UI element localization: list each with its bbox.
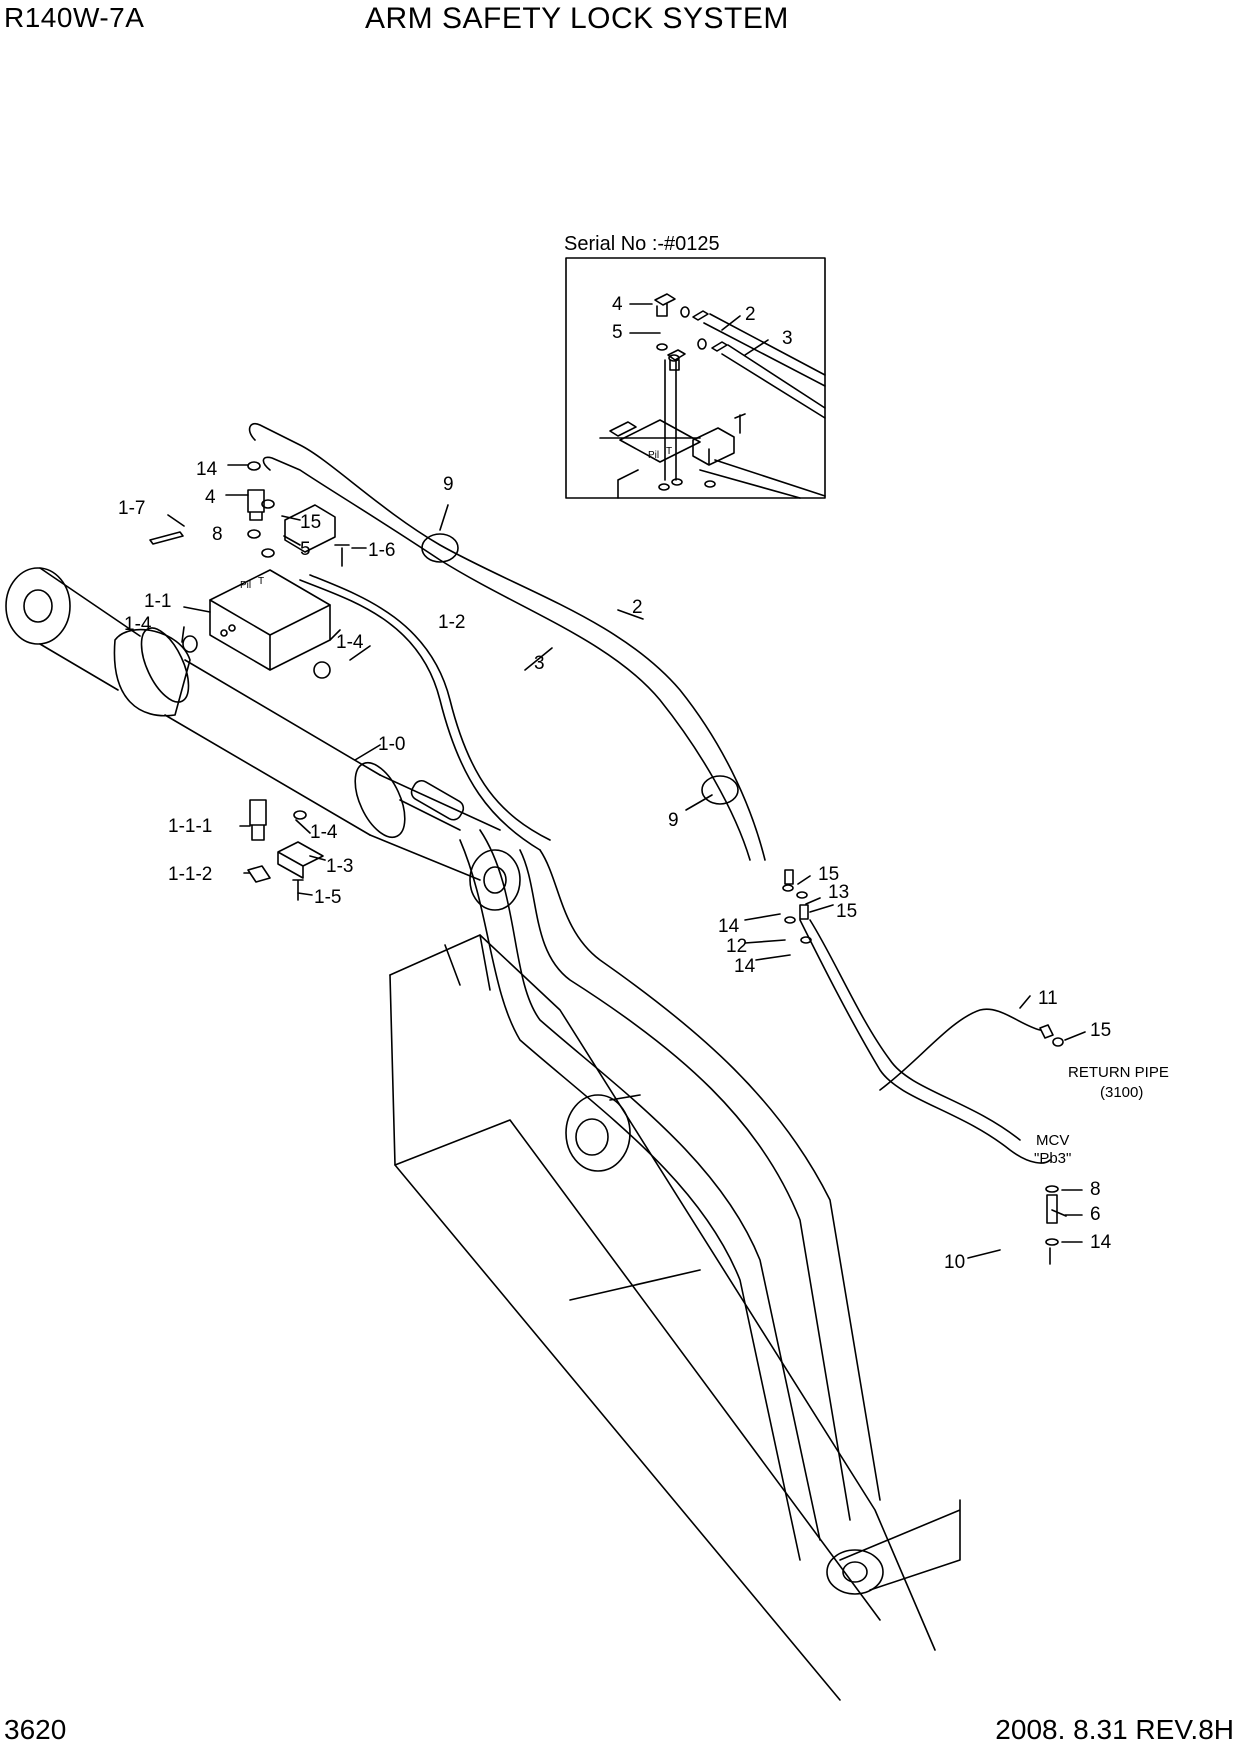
callout-label: 13 (828, 882, 849, 903)
callout-label: 1-1-1 (168, 816, 212, 837)
clamp (701, 775, 739, 805)
inset-drawing (599, 293, 826, 499)
clamp (421, 533, 459, 563)
revision-date: 2008. 8.31 REV.8H (995, 1714, 1234, 1745)
callout-label: 5 (300, 539, 311, 560)
callout-label: 1-4 (336, 632, 364, 653)
callout-label: 12 (726, 936, 747, 957)
callout-label: 1-0 (378, 734, 405, 755)
callout-label: 8 (1090, 1179, 1101, 1200)
return-pipe-note: RETURN PIPE (1068, 1064, 1169, 1081)
callout-label: 9 (443, 474, 454, 495)
callout-label: 8 (212, 524, 223, 545)
mcv-port-note: "Pb3" (1034, 1150, 1071, 1167)
callout-label: 9 (668, 810, 679, 831)
inset-label: 5 (612, 322, 623, 343)
inset-port-label: T (666, 446, 672, 457)
callout-label: 1-2 (438, 612, 465, 633)
callout-label: 15 (1090, 1020, 1111, 1041)
callout-label: 15 (300, 512, 321, 533)
callout-label: 1-6 (368, 540, 395, 561)
hose-lines (248, 422, 1051, 1561)
callout-label: 1-1 (144, 591, 171, 612)
callout-label: 2 (632, 597, 643, 618)
arm-cylinder (5, 567, 521, 911)
callout-label: 15 (836, 901, 857, 922)
callout-label: 6 (1090, 1204, 1101, 1225)
callout-label: 1-4 (124, 614, 152, 635)
mcv-note: MCV (1036, 1132, 1069, 1149)
boom-body (389, 934, 961, 1701)
port-label: Pil (240, 580, 251, 591)
fittings (149, 461, 1067, 1265)
callout-label: 3 (534, 653, 545, 674)
callout-label: 14 (718, 916, 740, 937)
valve-block (209, 504, 336, 679)
callout-label: 14 (196, 459, 218, 480)
callout-label: 4 (205, 487, 216, 508)
callout-label: 1-4 (310, 822, 338, 843)
callout-label: 14 (1090, 1232, 1112, 1253)
callout-label: 15 (818, 864, 839, 885)
callout-label: 1-5 (314, 887, 341, 908)
callout-label: 14 (734, 956, 756, 977)
inset-label: 4 (612, 294, 623, 315)
page-title: ARM SAFETY LOCK SYSTEM (365, 2, 789, 35)
callout-label: 1-1-2 (168, 864, 212, 885)
page-number: 3620 (4, 1714, 67, 1745)
inset-label: 3 (782, 328, 793, 349)
callout-label: 10 (944, 1252, 965, 1273)
callout-label: 11 (1038, 988, 1058, 1009)
return-pipe-ref: (3100) (1100, 1084, 1143, 1101)
model-code: R140W-7A (4, 2, 145, 33)
inset-frame (565, 257, 826, 499)
inset-port-label: Pil (648, 450, 659, 461)
callout-label: 1-7 (118, 498, 145, 519)
leader-lines (167, 464, 1086, 1259)
port-label: T (258, 576, 264, 587)
inset-label: 2 (745, 304, 756, 325)
callout-label: 1-3 (326, 856, 353, 877)
inset-caption: Serial No :-#0125 (564, 233, 720, 255)
